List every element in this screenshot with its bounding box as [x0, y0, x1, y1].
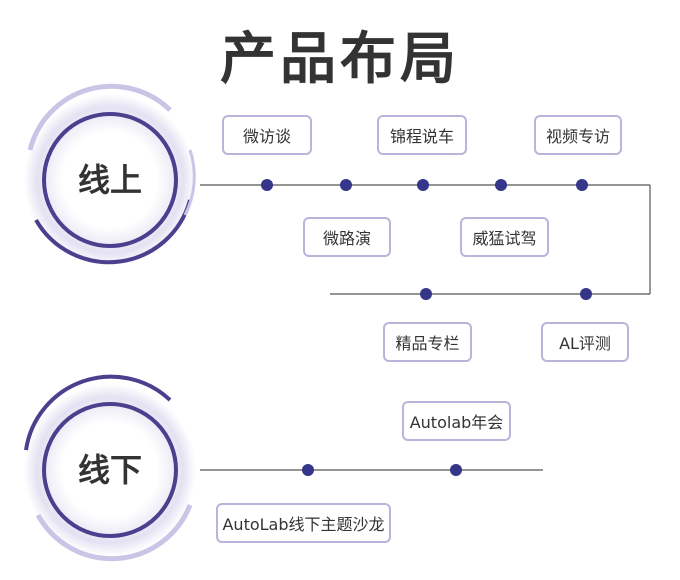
tag-autolab-annual: Autolab年会 [402, 401, 511, 441]
page-title: 产品布局 [220, 27, 460, 92]
tag-alpingce: AL评测 [541, 322, 629, 362]
hub-rings-offline [24, 374, 196, 562]
tag-weiluyan: 微路演 [303, 217, 391, 257]
node-shipinzhuanfang [576, 179, 588, 191]
node-weifangtan [261, 179, 273, 191]
tag-jingpinzhuanlan: 精品专栏 [383, 322, 472, 362]
tag-weifangtan: 微访谈 [222, 115, 312, 155]
tag-shipinzhuanfang: 视频专访 [534, 115, 622, 155]
node-jingpinzhuanlan [420, 288, 432, 300]
hub-label-online: 线上 [77, 161, 142, 199]
hub-arc-top [24, 374, 172, 451]
hub-ring-inner [42, 112, 178, 248]
hub-ring-inner [42, 402, 178, 538]
hub-arc-bottom [35, 504, 193, 562]
node-salon [302, 464, 314, 476]
hub-rings-online [24, 83, 196, 266]
node-weimengshijia [495, 179, 507, 191]
tag-jinchengshuoche: 锦程说车 [377, 115, 467, 155]
hub-label-offline: 线下 [77, 451, 142, 489]
tag-autolab-salon: AutoLab线下主题沙龙 [216, 503, 391, 543]
node-annual-meeting [450, 464, 462, 476]
tag-weimengshijia: 威猛试驾 [460, 217, 549, 257]
node-jinchengshuoche [417, 179, 429, 191]
hub-arc-bottom [34, 199, 192, 265]
hub-arc-right [183, 149, 196, 216]
node-weiluyan [340, 179, 352, 191]
hub-arc-top [27, 83, 172, 151]
node-alpingce [580, 288, 592, 300]
